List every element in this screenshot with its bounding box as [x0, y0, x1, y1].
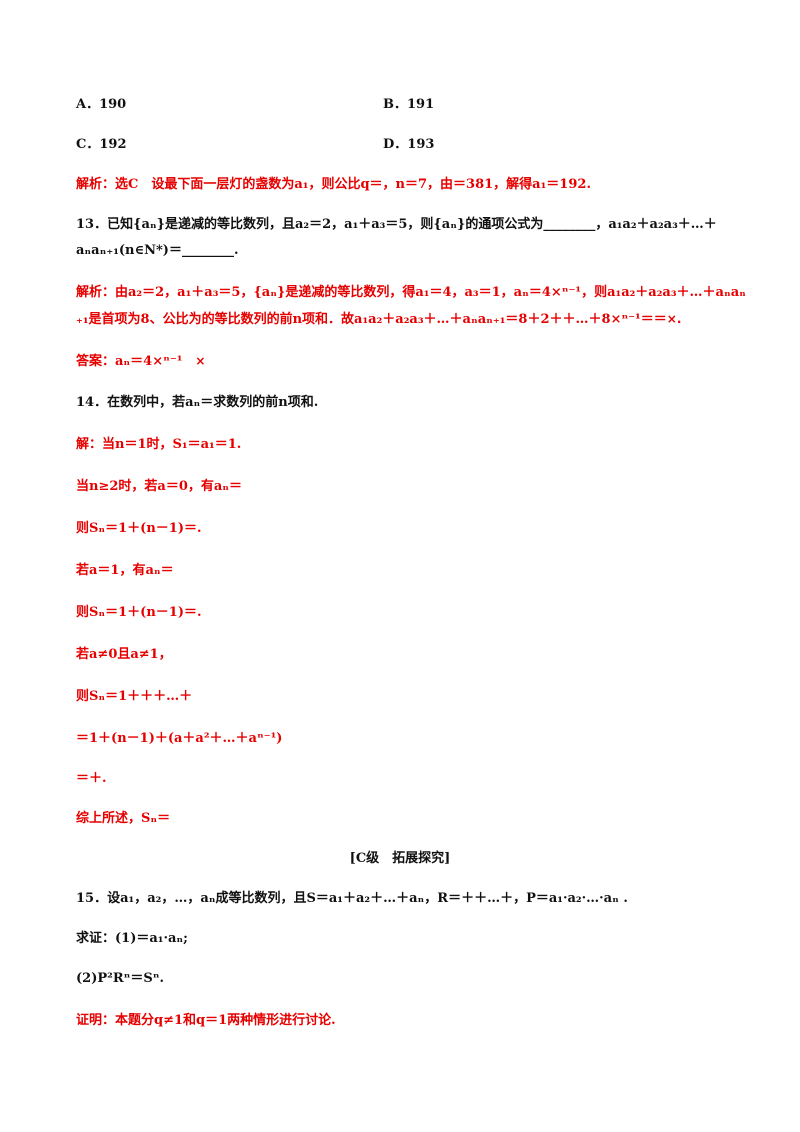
q13-solution-line2: ₊₁是首项为8、公比为的等比数列的前n项和．故a₁a₂＋a₂a₃＋…＋aₙaₙ₊…: [76, 310, 681, 329]
q13-question-line1: 13．已知{aₙ}是递减的等比数列，且a₂＝2，a₁＋a₃＝5，则{aₙ}的通项…: [76, 217, 717, 232]
q15-proof: 证明：本题分q≠1和q＝1两种情形进行讨论.: [76, 1013, 336, 1028]
q14-step-6: 若a≠0且a≠1，: [76, 647, 172, 662]
q15-prove-2: (2)P²Rⁿ＝Sⁿ.: [76, 971, 165, 986]
q14-step-4: 若a＝1，有aₙ＝: [76, 563, 174, 578]
q14-step-7: 则Sₙ＝1＋＋＋…＋: [76, 689, 193, 704]
q14-question: 14．在数列中，若aₙ＝求数列的前n项和.: [76, 395, 319, 410]
q14-step-8: ＝1＋(n－1)＋(a＋a²＋…＋aⁿ⁻¹): [76, 731, 283, 746]
q14-step-2: 当n≥2时，若a＝0，有aₙ＝: [76, 479, 243, 494]
cross-mark: ×.: [666, 312, 682, 326]
q13-question-line2: aₙaₙ₊₁(n∈N*)＝________.: [76, 243, 239, 258]
option-c: C．192: [76, 137, 127, 152]
section-c-title: [C级 拓展探究]: [349, 851, 451, 866]
q14-step-3: 则Sₙ＝1＋(n－1)＝.: [76, 521, 202, 536]
q13-answer-text: 答案：aₙ＝4×ⁿ⁻¹: [76, 354, 196, 369]
q13-solution-line1: 解析：由a₂＝2，a₁＋a₃＝5，{aₙ}是递减的等比数列，得a₁＝4，a₃＝1…: [76, 285, 746, 300]
q14-step-5: 则Sₙ＝1＋(n－1)＝.: [76, 605, 202, 620]
q15-question: 15．设a₁，a₂，…，aₙ成等比数列，且S＝a₁＋a₂＋…＋aₙ，R＝＋＋…＋…: [76, 891, 628, 906]
q14-step-9: ＝＋.: [76, 771, 107, 786]
option-b: B．191: [383, 97, 435, 112]
cross-mark: ×: [195, 354, 206, 368]
q14-step-1: 解：当n＝1时，S₁＝a₁＝1.: [76, 437, 242, 452]
q13-solution-text: ₊₁是首项为8、公比为的等比数列的前n项和．故a₁a₂＋a₂a₃＋…＋aₙaₙ₊…: [76, 312, 667, 327]
option-a: A．190: [76, 97, 127, 112]
q12-solution: 解析：选C 设最下面一层灯的盏数为a₁，则公比q＝，n＝7，由＝381，解得a₁…: [76, 177, 591, 192]
q13-answer: 答案：aₙ＝4×ⁿ⁻¹ ×: [76, 352, 205, 371]
q14-step-10: 综上所述，Sₙ＝: [76, 811, 171, 826]
option-d: D．193: [383, 137, 435, 152]
q15-prove-1: 求证：(1)＝a₁·aₙ;: [76, 931, 188, 946]
